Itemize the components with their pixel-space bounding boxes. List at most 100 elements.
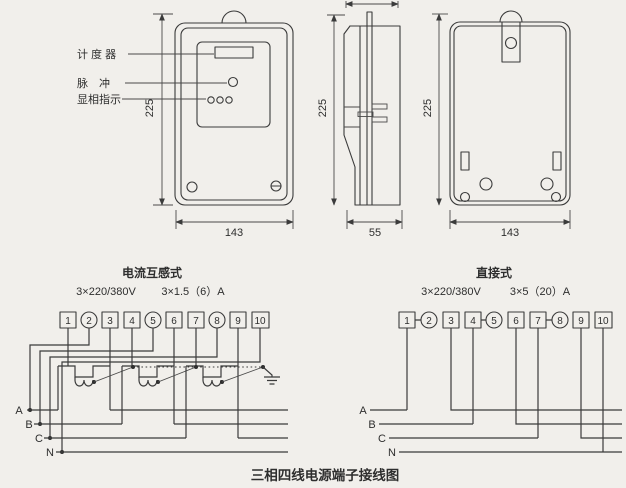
- ground-icon: [262, 366, 280, 385]
- back-outer-case: [449, 21, 571, 206]
- front-inner-case: [180, 27, 288, 201]
- junction-dot: [131, 365, 135, 369]
- direct-terminal-strip: 1 2 3 4 5 6 7 8 9 10: [398, 311, 613, 329]
- tap-wire-10N: [61, 328, 261, 452]
- back-hole-left: [479, 177, 493, 191]
- register-window: [214, 46, 254, 59]
- back-hole-right: [540, 177, 554, 191]
- side-body: [349, 25, 401, 206]
- ct3-secondary-coil: [202, 377, 222, 387]
- direct-diagram: 直接式 3×220/380V 3×5（20）A 1 2 3 4 5 6 7 8 …: [359, 265, 622, 459]
- side-top-witness: [345, 1, 399, 8]
- c-in-wire: [389, 328, 539, 439]
- side-mount-plate: [366, 11, 373, 206]
- terminal-number: 1: [65, 316, 71, 327]
- terminal-number: 5: [491, 316, 497, 327]
- current-transformer-3: [185, 328, 264, 438]
- phase-label-a: A: [359, 405, 367, 417]
- current-transformer-1: [57, 328, 134, 410]
- side-height-dim: 225: [317, 99, 329, 117]
- terminal-number: 4: [129, 316, 135, 327]
- ct2-secondary-coil: [138, 377, 158, 387]
- direct-spec-current: 3×5（20）A: [510, 285, 571, 298]
- front-screw-left: [186, 181, 198, 193]
- front-outer-case: [174, 22, 294, 206]
- tap-wire-2A: [29, 328, 90, 410]
- direct-wiring: A B C N: [359, 328, 622, 459]
- terminal-number: 3: [107, 316, 113, 327]
- pulse-led: [227, 76, 239, 88]
- terminal-number: 3: [448, 316, 454, 327]
- terminal-number: 10: [597, 316, 609, 327]
- back-view: 225 143: [422, 10, 571, 239]
- a-out-wire: [450, 328, 622, 411]
- current-transformer-2: [121, 328, 197, 424]
- phase-led-b: [216, 96, 224, 104]
- ground-symbol: [262, 366, 280, 385]
- n-wire: [399, 328, 622, 453]
- side-cover-profile: [343, 25, 356, 206]
- c-out-wire: [580, 328, 622, 439]
- front-top-bump: [221, 10, 247, 24]
- ct2-earth-link: [157, 366, 197, 383]
- junction-dot: [194, 365, 198, 369]
- hanging-bracket: [501, 21, 521, 63]
- terminal-number: 6: [171, 316, 177, 327]
- ct1-core: [57, 365, 110, 410]
- phase-label-a: A: [15, 405, 23, 417]
- direct-title: 直接式: [476, 265, 512, 280]
- phase-label-n: N: [46, 447, 54, 459]
- terminal-number: 9: [578, 316, 584, 327]
- terminal-number: 6: [513, 316, 519, 327]
- terminal-number: 8: [557, 316, 563, 327]
- terminal-number: 9: [235, 316, 241, 327]
- back-inner-case: [453, 25, 567, 202]
- terminal-number: 10: [254, 316, 266, 327]
- side-clip: [357, 111, 374, 117]
- terminal-number: 5: [150, 316, 156, 327]
- phase-led-c: [225, 96, 233, 104]
- side-step-lines: [344, 106, 360, 128]
- b-out-wire: [515, 328, 622, 425]
- direct-spec-voltage: 3×220/380V: [421, 286, 481, 298]
- side-depth-dim: 55: [369, 227, 381, 239]
- side-tab-lower: [371, 116, 388, 123]
- ct3-earth-link: [221, 366, 264, 383]
- side-tab-upper: [371, 103, 388, 110]
- front-panel: [196, 41, 271, 128]
- back-width-dim: 143: [501, 227, 519, 239]
- back-top-bump: [499, 10, 523, 23]
- phase-indicator-label: 显相指示: [77, 92, 121, 106]
- back-height-dim: 225: [422, 99, 434, 117]
- tap-wire-8C: [49, 328, 218, 438]
- hanging-hole: [504, 36, 518, 50]
- terminal-number: 1: [404, 316, 410, 327]
- ct3-core: [185, 365, 238, 438]
- terminal-number: 8: [214, 316, 220, 327]
- ct-diagram: 电流互感式 3×220/380V 3×1.5（6）A 1 2 3 4 5 6 7…: [15, 265, 288, 459]
- ct-title: 电流互感式: [122, 265, 182, 280]
- a-in-wire: [370, 328, 408, 411]
- ct-phase-lines: A B C N: [15, 405, 288, 459]
- front-view: 计 度 器 脉 冲 显相指示 225 143: [77, 10, 294, 239]
- phase-label-b: B: [25, 419, 32, 431]
- b-in-wire: [379, 328, 474, 425]
- tap-wire-5B: [39, 328, 154, 424]
- ct-terminal-strip: 1 2 3 4 5 6 7 8 9 10: [59, 311, 270, 329]
- side-view: 225 55: [317, 1, 403, 239]
- phase-led-a: [207, 96, 215, 104]
- phase-label-c: C: [35, 433, 43, 445]
- phase-label-c: C: [378, 433, 386, 445]
- terminal-number: 7: [193, 316, 199, 327]
- back-slot-right: [552, 151, 562, 171]
- ct1-earth-link: [93, 366, 134, 383]
- ct-spec-voltage: 3×220/380V: [76, 286, 136, 298]
- drawing-caption: 三相四线电源端子接线图: [251, 467, 400, 483]
- terminal-number: 2: [86, 316, 92, 327]
- phase-label-b: B: [368, 419, 375, 431]
- terminal-number: 7: [535, 316, 541, 327]
- ct1-secondary-coil: [74, 377, 94, 387]
- front-width-dim: 143: [225, 227, 243, 239]
